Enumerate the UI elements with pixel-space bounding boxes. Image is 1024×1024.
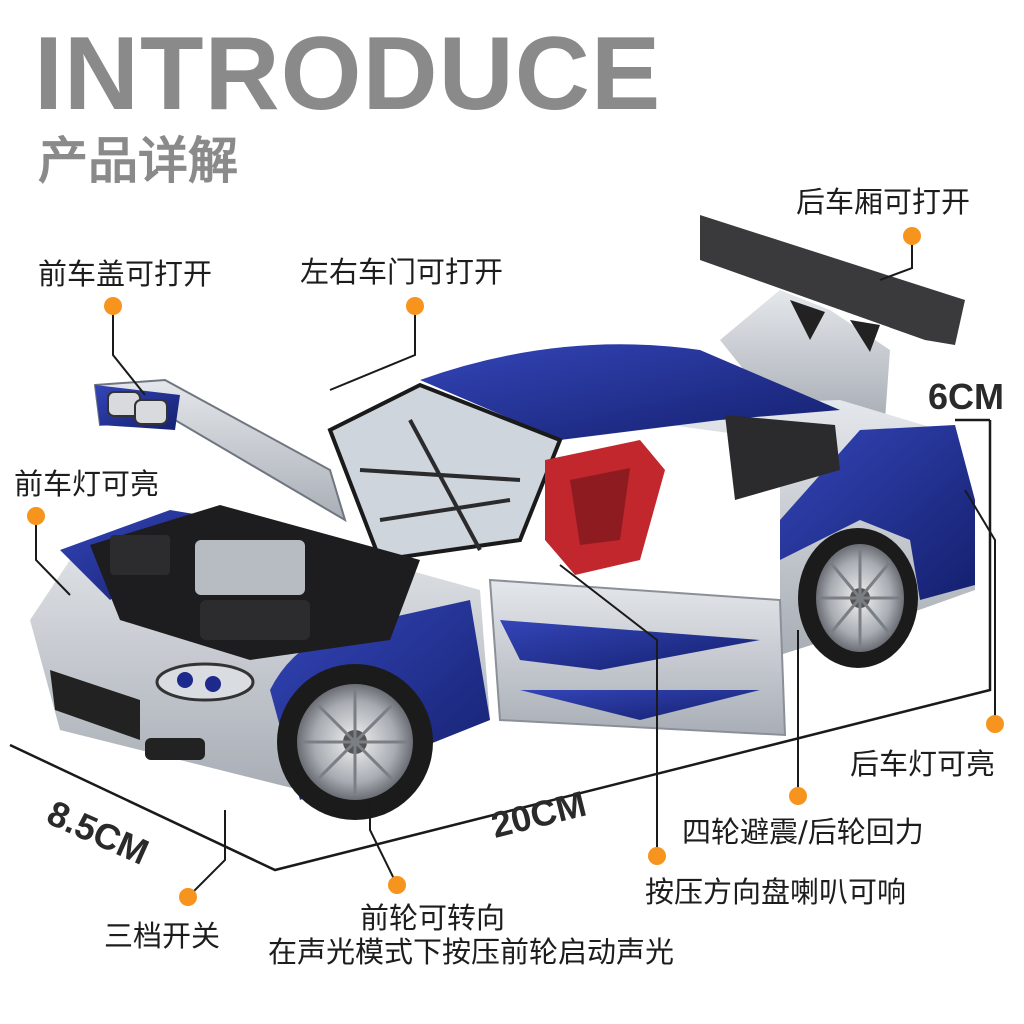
label-steering: 前轮可转向 (360, 901, 506, 935)
label-sound-light: 在声光模式下按压前轮启动声光 (268, 935, 675, 969)
label-doors-open: 左右车门可打开 (300, 255, 504, 289)
front-wheel (277, 664, 433, 820)
label-taillights: 后车灯可亮 (850, 747, 996, 781)
callout-dots (27, 227, 1004, 906)
page-title: INTRODUCE (34, 16, 662, 132)
label-headlights: 前车灯可亮 (14, 467, 160, 501)
dimension-box (9, 418, 992, 872)
page-subtitle: 产品详解 (38, 132, 238, 190)
label-trunk-opens: 后车厢可打开 (796, 185, 971, 219)
label-suspension: 四轮避震/后轮回力 (682, 815, 924, 849)
label-switch: 三档开关 (104, 919, 221, 953)
label-hood-opens: 前车盖可打开 (38, 257, 213, 291)
callout-lines (35, 236, 996, 898)
rear-wheel (798, 528, 918, 668)
label-horn: 按压方向盘喇叭可响 (645, 875, 907, 909)
dimension-height: 6CM (928, 376, 1005, 417)
